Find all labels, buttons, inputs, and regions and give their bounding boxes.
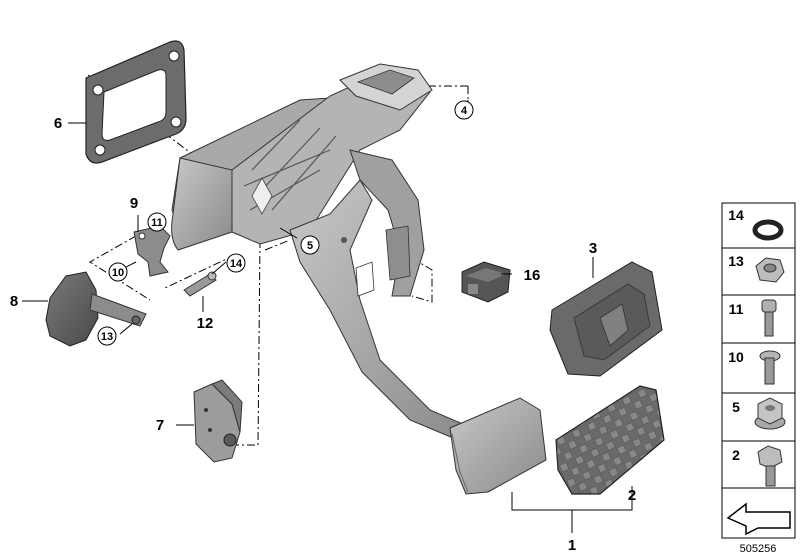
pedal-sensor-part (45, 271, 147, 347)
panel-label-13: 13 (728, 253, 744, 269)
callout-14: 14 (230, 258, 243, 270)
mounting-bracket-part (133, 225, 171, 277)
callout-6: 6 (54, 115, 62, 132)
callout-5: 5 (307, 240, 313, 252)
callout-12: 12 (197, 315, 214, 332)
circled-callouts: 4 5 10 11 13 14 (97, 100, 474, 346)
panel-label-5: 5 (732, 399, 740, 415)
callout-7: 7 (156, 417, 164, 434)
callout-16: 16 (524, 267, 541, 284)
panel-label-14: 14 (728, 207, 744, 223)
panel-label-2: 2 (732, 447, 740, 463)
panel-label-10: 10 (728, 349, 744, 365)
callout-4: 4 (461, 105, 468, 117)
document-number: 505256 (740, 543, 777, 555)
pedal-pad-part (555, 385, 665, 495)
callout-3: 3 (589, 240, 597, 257)
pin-part (183, 271, 217, 297)
pedal-bracket-assembly (171, 63, 547, 495)
callout-10: 10 (112, 267, 124, 279)
callout-9: 9 (130, 195, 138, 212)
plain-callouts: 1 2 3 6 7 8 9 12 16 (10, 115, 636, 554)
pedal-pad-cover-part (549, 261, 663, 377)
callout-2: 2 (628, 487, 636, 504)
callout-11: 11 (151, 217, 163, 229)
panel-label-11: 11 (729, 301, 744, 317)
callout-13: 13 (101, 331, 113, 343)
switch-part (193, 379, 243, 463)
callout-8: 8 (10, 293, 18, 310)
fasteners-panel: 14 13 11 10 5 2 (721, 202, 796, 539)
gasket-part (85, 40, 187, 164)
callout-1: 1 (568, 537, 576, 554)
connector-part (461, 261, 511, 303)
